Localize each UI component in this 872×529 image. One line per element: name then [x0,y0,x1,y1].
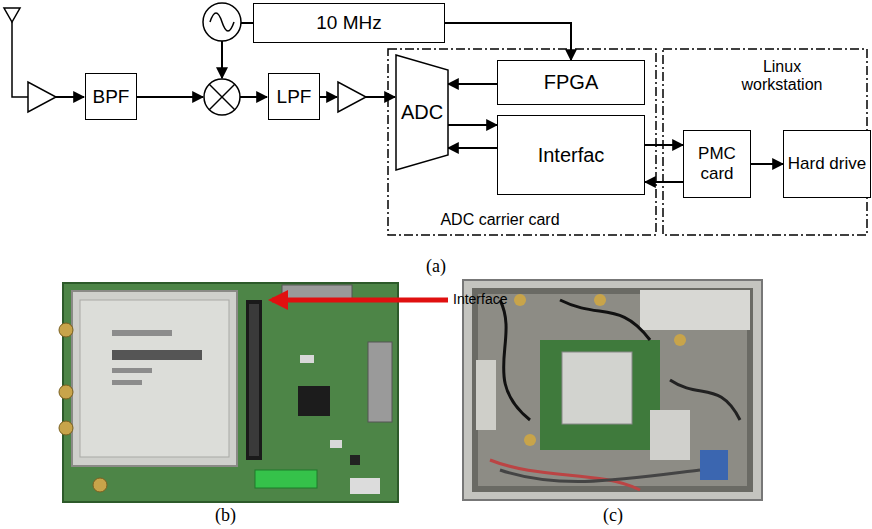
enclosure-photo-part [650,410,690,460]
carrier-card-photo-part [272,298,448,303]
group-outline-rect [388,49,656,235]
carrier-card-photo-part [249,304,259,456]
signal-wire-part [240,96,267,98]
enclosure-photo-part [463,280,762,500]
panel-label: (c) [603,505,623,526]
carrier-card-photo-part [298,386,330,416]
card-group: ADC carrier card ADC FPGA Interfac [387,48,657,236]
pmc-card-box: PMC card [683,130,751,198]
callout-label: Interface [453,291,507,307]
carrier-card-photo-part [300,355,314,363]
panel-label: (b) [215,505,236,526]
signal-arrow [448,83,497,85]
carrier-card-photo-part [59,323,73,337]
antenna-symbol-part [4,8,20,22]
carrier-card-photo-part [80,300,229,457]
mixer-symbol-part [209,84,235,110]
enclosure-photo-part [594,294,606,306]
carrier-card-photo-part [350,478,380,494]
enclosure-photo-part [524,434,536,446]
oscillator-symbol [203,3,241,41]
signal-wire-part [56,96,84,98]
drive-box: Hard drive [783,130,871,198]
filter-box: LPF [268,73,320,120]
carrier-card-photo-part [112,350,202,360]
signal-arrow [448,124,497,126]
carrier-card-photo-part [112,330,172,336]
carrier-card-photo-part [59,421,73,435]
signal-wire-part [366,96,395,98]
node-label: LPF [274,86,315,108]
signal-arrow [645,181,683,183]
enclosure-photo-part [500,470,700,482]
mixer-symbol-part [209,84,235,110]
node-label: Interfac [535,144,608,167]
carrier-card-photo-part [368,342,392,422]
carrier-card-photo-part [63,283,398,502]
signal-wire-part [320,96,337,98]
fpga-box: FPGA [497,60,645,105]
signal-wire-part [137,96,203,98]
enclosure-photo [463,280,762,500]
node-label: FPGA [541,71,601,94]
amplifier-symbol-part [338,82,366,112]
mixer-symbol [204,79,240,115]
node-label: Hard drive [785,154,869,174]
carrier-card-photo-part [255,470,317,488]
enclosure-photo-part [476,360,496,430]
mixer-symbol-part [204,79,240,115]
carrier-card-photo-part [350,455,360,465]
enclosure-photo-part [540,340,660,450]
node-label: BPF [90,86,133,108]
signal-arrow [645,144,683,146]
enclosure-photo-part [472,288,753,492]
carrier-card-photo-part [59,385,73,399]
interface-box: Interfac [497,115,645,195]
enclosure-photo-part [674,334,686,346]
group-label: ADC carrier card [425,211,575,229]
adc-block: ADC [396,55,448,170]
carrier-card-photo-part [246,300,262,460]
carrier-card-photo-part [112,368,152,373]
carrier-card-photo-part [93,478,107,492]
node-label: ADC [401,101,443,124]
enclosure-photo-part [562,352,632,424]
node-label: PMC card [684,144,750,183]
adc-outline-shape [396,55,448,170]
group-label: Linux workstation [727,58,837,95]
signal-arrow [448,147,497,149]
oscillator-symbol-part [210,13,234,31]
antenna-symbol-part [12,22,28,97]
signal-arrow [445,23,571,60]
oscillator-symbol-part [203,3,241,41]
enclosure-photo-part [500,300,530,420]
enclosure-photo-part [514,294,526,306]
enclosure-photo-part [670,380,740,420]
filter-box: BPF [85,73,137,120]
reference-box: 10 MHz [253,3,445,43]
signal-wire-part [241,22,253,24]
enclosure-photo-part [560,300,650,340]
carrier-card-photo-part [112,380,142,385]
carrier-card-photo-part [330,440,342,448]
carrier-card-photo-part [72,291,237,466]
carrier-card-photo [59,283,448,502]
signal-wire-part [221,41,223,78]
signal-arrow [751,163,783,165]
panel-label: (a) [426,256,446,277]
node-label: 10 MHz [313,12,384,34]
amplifier-symbol-part [28,82,56,112]
enclosure-photo-part [640,290,750,330]
carrier-card-photo-part [63,283,398,502]
antenna-symbol [4,8,28,97]
enclosure-photo-part [700,450,728,480]
workstation-group: Linux workstationPMC card Hard drive [662,48,868,236]
